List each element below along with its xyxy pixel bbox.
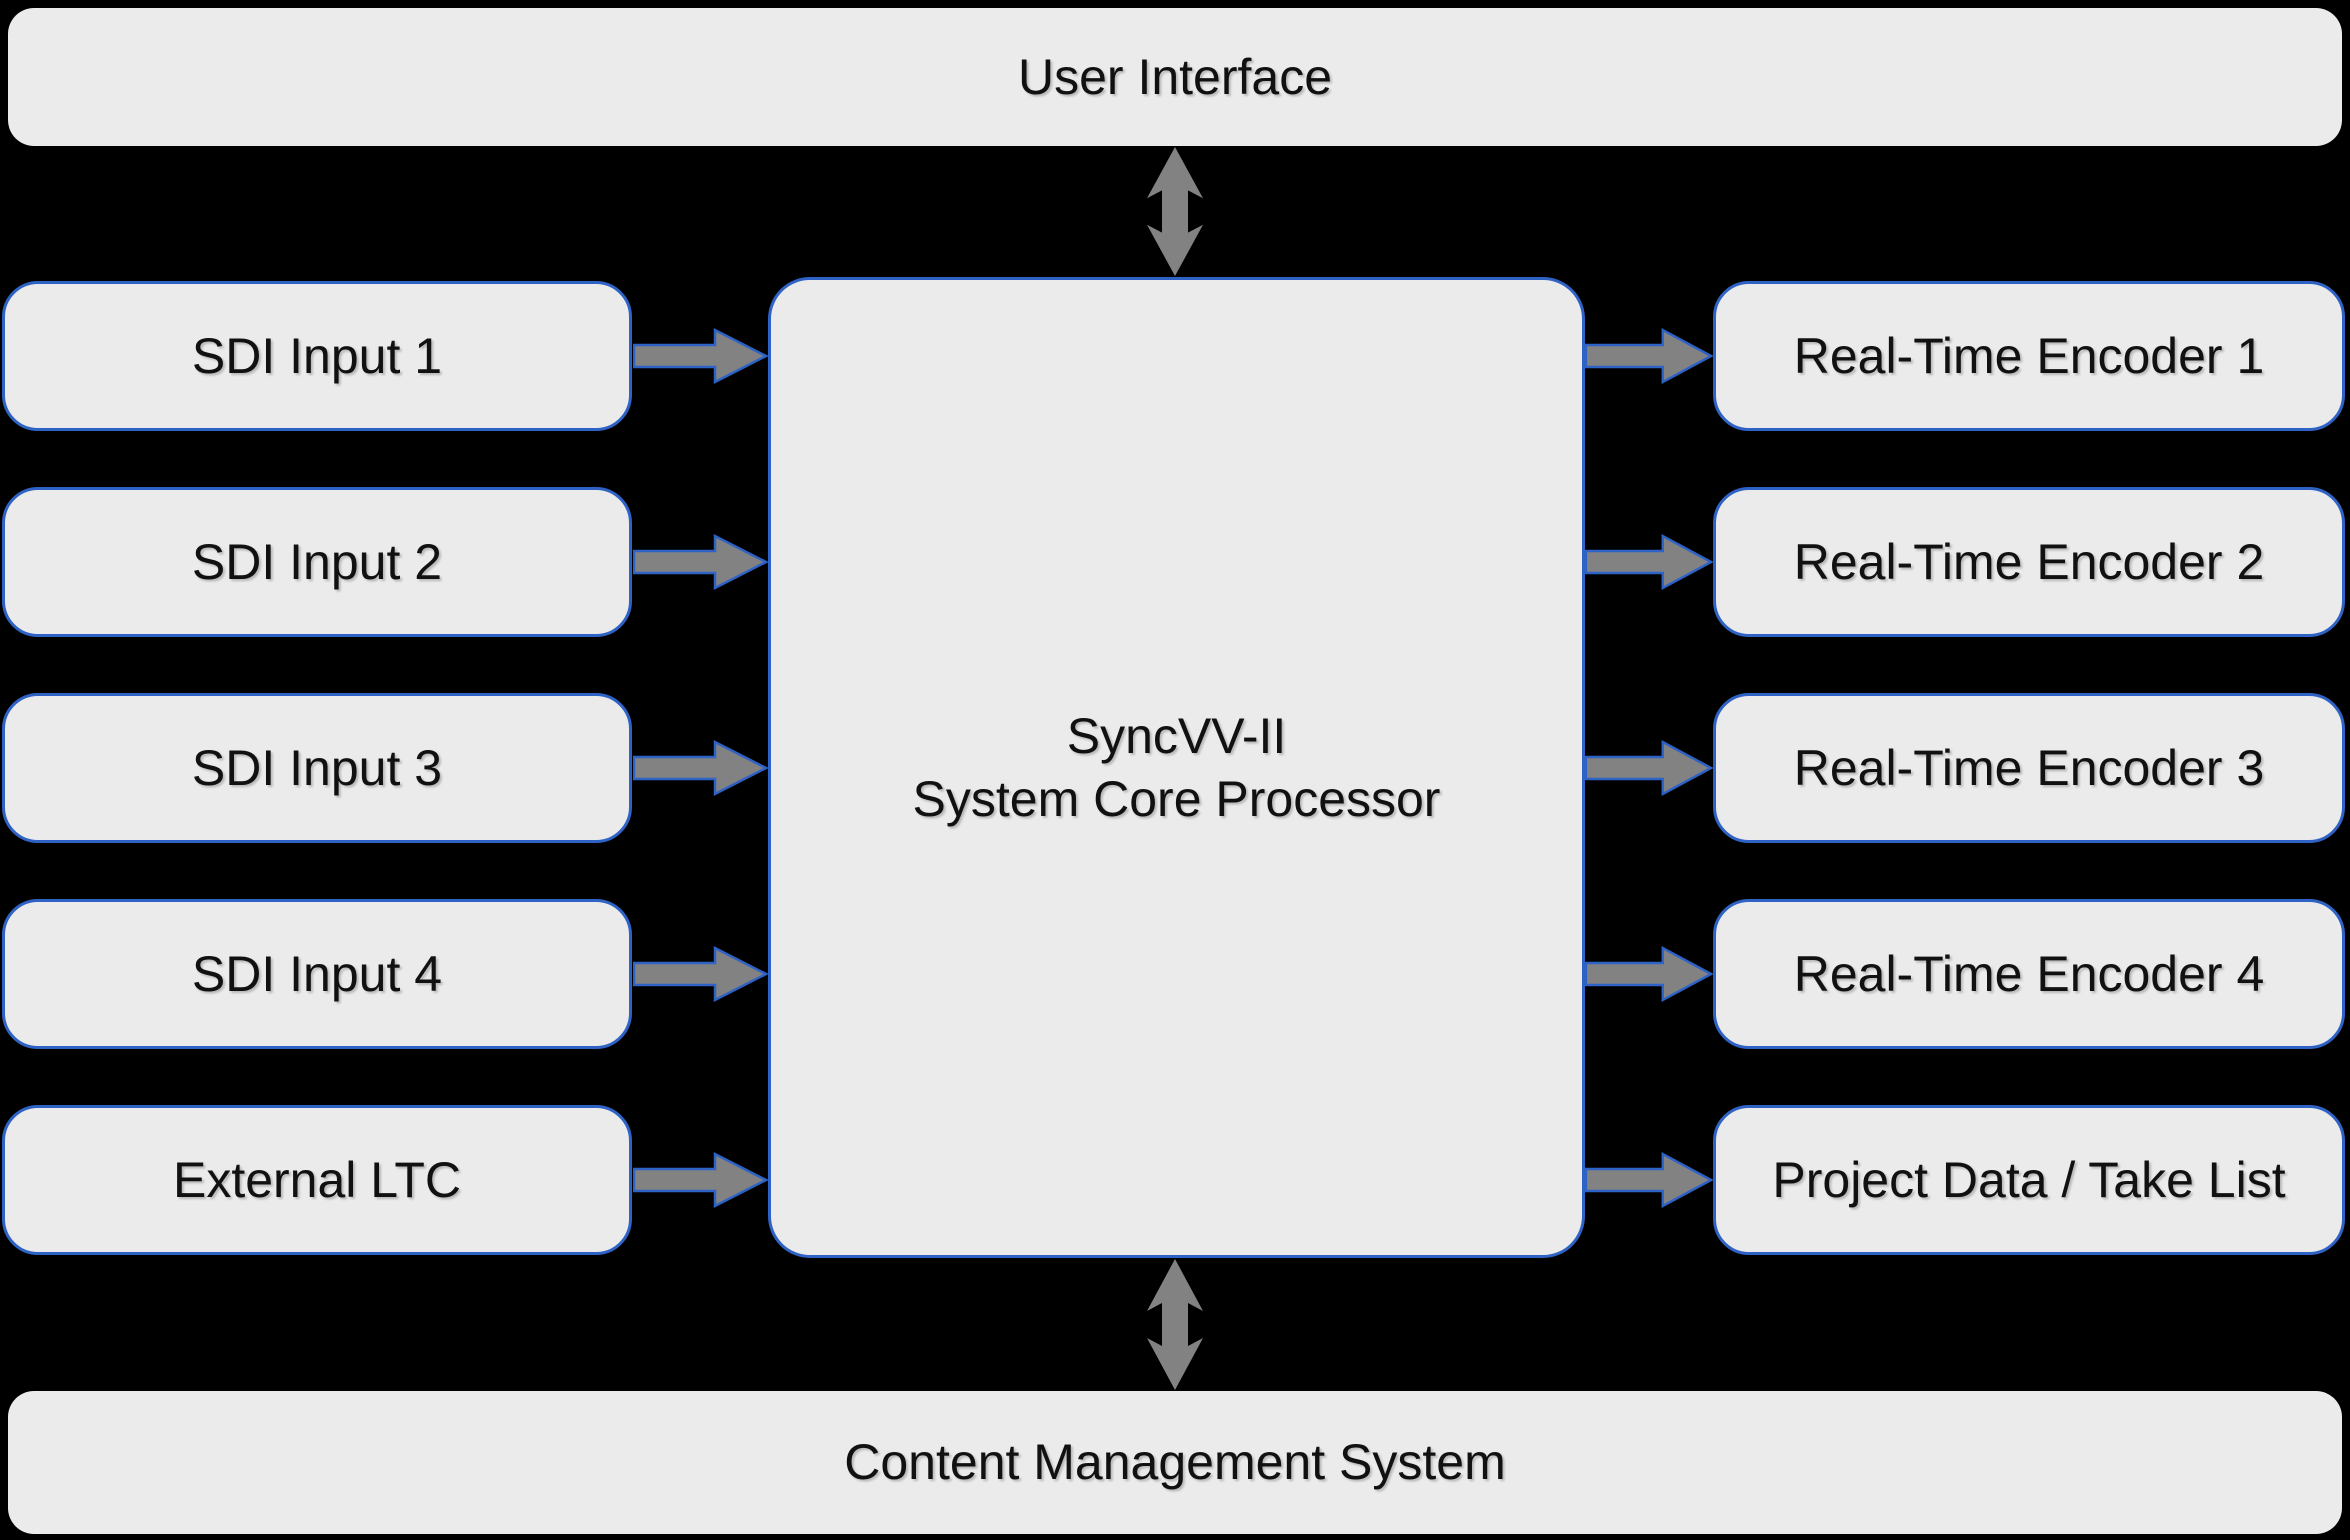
core-cms-double-arrow-icon: [1147, 1259, 1203, 1390]
core-to-encoder1-arrow-icon: [1585, 327, 1713, 385]
user-interface-label: User Interface: [1017, 48, 1332, 105]
sdi3-to-core-arrow-icon: [633, 739, 768, 797]
project-data-take-list-box: Project Data / Take List: [1713, 1105, 2345, 1255]
external-ltc-box: External LTC: [2, 1105, 632, 1255]
sdi4-to-core-arrow-icon: [633, 945, 768, 1003]
content-management-system-box: Content Management System: [8, 1391, 2342, 1534]
core-to-projectdata-arrow-icon: [1585, 1151, 1713, 1209]
ltc-to-core-arrow-icon: [633, 1151, 768, 1209]
realtime-encoder-1-box: Real-Time Encoder 1: [1713, 281, 2345, 431]
sdi2-to-core-arrow-icon: [633, 533, 768, 591]
external-ltc-label: External LTC: [172, 1151, 462, 1208]
user-interface-box: User Interface: [8, 8, 2342, 146]
realtime-encoder-1-label: Real-Time Encoder 1: [1793, 327, 2265, 384]
sdi-input-1-box: SDI Input 1: [2, 281, 632, 431]
sdi-input-3-label: SDI Input 3: [191, 739, 443, 796]
realtime-encoder-4-box: Real-Time Encoder 4: [1713, 899, 2345, 1049]
realtime-encoder-3-label: Real-Time Encoder 3: [1793, 739, 2265, 796]
project-data-take-list-label: Project Data / Take List: [1772, 1151, 2286, 1208]
core-processor-box: SyncVV-II System Core Processor: [768, 277, 1585, 1258]
realtime-encoder-2-label: Real-Time Encoder 2: [1793, 533, 2265, 590]
core-to-encoder2-arrow-icon: [1585, 533, 1713, 591]
sdi-input-4-box: SDI Input 4: [2, 899, 632, 1049]
realtime-encoder-3-box: Real-Time Encoder 3: [1713, 693, 2345, 843]
sdi-input-4-label: SDI Input 4: [191, 945, 443, 1002]
core-processor-label-line2: System Core Processor: [912, 770, 1441, 827]
content-management-system-label: Content Management System: [844, 1434, 1506, 1490]
sdi-input-1-label: SDI Input 1: [191, 327, 443, 384]
sdi1-to-core-arrow-icon: [633, 327, 768, 385]
core-to-encoder3-arrow-icon: [1585, 739, 1713, 797]
realtime-encoder-2-box: Real-Time Encoder 2: [1713, 487, 2345, 637]
sdi-input-2-label: SDI Input 2: [191, 533, 443, 590]
core-processor-label-line1: SyncVV-II: [1066, 707, 1287, 764]
core-to-encoder4-arrow-icon: [1585, 945, 1713, 1003]
sdi-input-2-box: SDI Input 2: [2, 487, 632, 637]
sdi-input-3-box: SDI Input 3: [2, 693, 632, 843]
realtime-encoder-4-label: Real-Time Encoder 4: [1793, 945, 2265, 1002]
ui-core-double-arrow-icon: [1147, 146, 1203, 277]
